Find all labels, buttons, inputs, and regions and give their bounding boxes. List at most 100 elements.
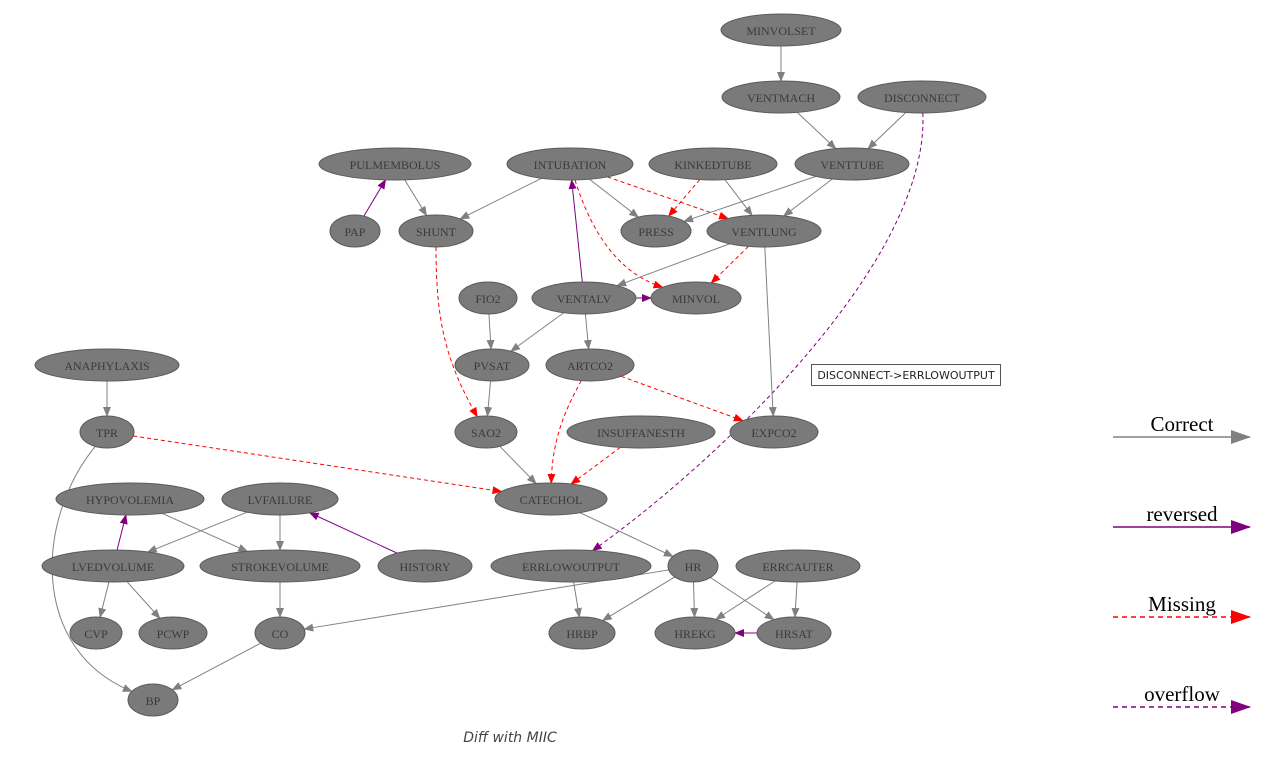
edge-ventlung-minvol[interactable] (710, 246, 749, 284)
edge-sao2-catechol[interactable] (499, 445, 537, 485)
edge-pulmembolus-shunt[interactable] (404, 179, 428, 217)
edge-lvedvolume-pcwp[interactable] (126, 581, 161, 620)
edge-kinkedtube-ventlung[interactable] (724, 179, 753, 217)
edge-hr-hrbp[interactable] (601, 576, 676, 622)
node-disconnect[interactable]: DISCONNECT (857, 80, 987, 114)
node-ellipse (34, 348, 180, 382)
node-label: ARTCO2 (567, 359, 613, 373)
edge-tpr-bp[interactable] (51, 446, 133, 692)
node-kinkedtube[interactable]: KINKEDTUBE (648, 147, 778, 181)
edge-ventmach-venttube[interactable] (796, 112, 837, 150)
node-hrbp[interactable]: HRBP (548, 616, 616, 650)
legend-item-missing: Missing (1113, 592, 1251, 624)
edge-artco2-catechol[interactable] (547, 380, 582, 484)
node-label: CVP (84, 627, 108, 641)
edge-errcauter-hrekg[interactable] (715, 580, 776, 620)
edge-errcauter-hrsat[interactable] (791, 581, 800, 619)
node-catechol[interactable]: CATECHOL (494, 482, 608, 516)
node-co[interactable]: CO (254, 616, 306, 650)
node-fio2[interactable]: FIO2 (458, 281, 518, 315)
edge-hr-hrsat[interactable] (710, 577, 775, 621)
node-label: PVSAT (474, 359, 511, 373)
node-errlowoutput[interactable]: ERRLOWOUTPUT (490, 549, 652, 583)
edge-ventalv-intubation[interactable] (568, 178, 583, 283)
edge-lvedvolume-cvp[interactable] (98, 581, 110, 619)
node-sao2[interactable]: SAO2 (454, 415, 518, 449)
node-press[interactable]: PRESS (620, 214, 692, 248)
node-ellipse (735, 549, 861, 583)
node-ventmach[interactable]: VENTMACH (721, 80, 841, 114)
node-pap[interactable]: PAP (329, 214, 381, 248)
node-label: ERRLOWOUTPUT (522, 560, 621, 574)
edge-hypovolemia-strokevolume[interactable] (162, 512, 249, 552)
node-label: PCWP (157, 627, 190, 641)
edge-ventalv-artco2[interactable] (583, 313, 592, 351)
node-cvp[interactable]: CVP (69, 616, 123, 650)
node-ventalv[interactable]: VENTALV (531, 281, 637, 315)
node-hr[interactable]: HR (667, 549, 719, 583)
node-tpr[interactable]: TPR (79, 415, 135, 449)
node-anaphylaxis[interactable]: ANAPHYLAXIS (34, 348, 180, 382)
edge-disconnect-errlowoutput[interactable] (591, 112, 924, 552)
node-errcauter[interactable]: ERRCAUTER (735, 549, 861, 583)
edge-intubation-minvol[interactable] (574, 179, 664, 289)
edge-co-bp[interactable] (171, 642, 261, 691)
edge-venttube-ventlung[interactable] (782, 178, 833, 217)
node-ellipse (199, 549, 361, 583)
edge-disconnect-venttube[interactable] (867, 112, 907, 150)
node-ellipse (654, 616, 736, 650)
edge-intubation-press[interactable] (589, 178, 640, 218)
edge-lvedvolume-hypovolemia[interactable] (116, 514, 128, 551)
node-history[interactable]: HISTORY (377, 549, 473, 583)
node-label: HISTORY (399, 560, 450, 574)
node-expco2[interactable]: EXPCO2 (729, 415, 819, 449)
node-minvol[interactable]: MINVOL (650, 281, 742, 315)
node-hrekg[interactable]: HREKG (654, 616, 736, 650)
node-bp[interactable]: BP (127, 683, 179, 717)
edge-fio2-pvsat[interactable] (486, 313, 495, 351)
edge-ventlung-ventalv[interactable] (616, 243, 730, 287)
node-ellipse (377, 549, 473, 583)
node-ellipse (254, 616, 306, 650)
node-minvolset[interactable]: MINVOLSET (720, 13, 842, 47)
node-pulmembolus[interactable]: PULMEMBOLUS (318, 147, 472, 181)
node-shunt[interactable]: SHUNT (398, 214, 474, 248)
node-label: PULMEMBOLUS (350, 158, 441, 172)
node-insuffanesth[interactable]: INSUFFANESTH (566, 415, 716, 449)
node-ellipse (794, 147, 910, 181)
node-intubation[interactable]: INTUBATION (506, 147, 634, 181)
node-ellipse (69, 616, 123, 650)
node-strokevolume[interactable]: STROKEVOLUME (199, 549, 361, 583)
edge-pvsat-sao2[interactable] (484, 380, 493, 418)
node-label: PAP (345, 225, 366, 239)
edge-shunt-sao2[interactable] (435, 246, 478, 418)
edge-catechol-hr[interactable] (579, 512, 674, 557)
legend-label: Missing (1148, 592, 1216, 616)
edge-hr-hrekg[interactable] (690, 581, 699, 619)
node-lvfailure[interactable]: LVFAILURE (221, 482, 339, 516)
edge-ventlung-expco2[interactable] (764, 246, 777, 418)
edge-artco2-expco2[interactable] (620, 375, 744, 422)
node-hrsat[interactable]: HRSAT (756, 616, 832, 650)
node-ellipse (729, 415, 819, 449)
node-ventlung[interactable]: VENTLUNG (706, 214, 822, 248)
edge-intubation-ventlung[interactable] (607, 176, 729, 220)
edge-venttube-press[interactable] (683, 175, 816, 223)
node-pcwp[interactable]: PCWP (138, 616, 208, 650)
edge-tpr-catechol[interactable] (133, 435, 503, 495)
node-hypovolemia[interactable]: HYPOVOLEMIA (55, 482, 205, 516)
node-venttube[interactable]: VENTTUBE (794, 147, 910, 181)
edges-layer (51, 46, 924, 692)
edge-insuffanesth-catechol[interactable] (570, 446, 621, 485)
edge-kinkedtube-press[interactable] (668, 179, 701, 217)
node-lvedvolume[interactable]: LVEDVOLUME (41, 549, 185, 583)
edge-pap-pulmembolus[interactable] (363, 179, 387, 217)
node-artco2[interactable]: ARTCO2 (545, 348, 635, 382)
edge-intubation-shunt[interactable] (459, 177, 542, 220)
node-pvsat[interactable]: PVSAT (454, 348, 530, 382)
node-ellipse (667, 549, 719, 583)
edge-ventalv-pvsat[interactable] (510, 312, 565, 352)
edge-errlowoutput-hrbp[interactable] (573, 581, 582, 619)
edge-history-lvfailure[interactable] (308, 512, 398, 554)
edge-lvfailure-lvedvolume[interactable] (146, 511, 248, 553)
